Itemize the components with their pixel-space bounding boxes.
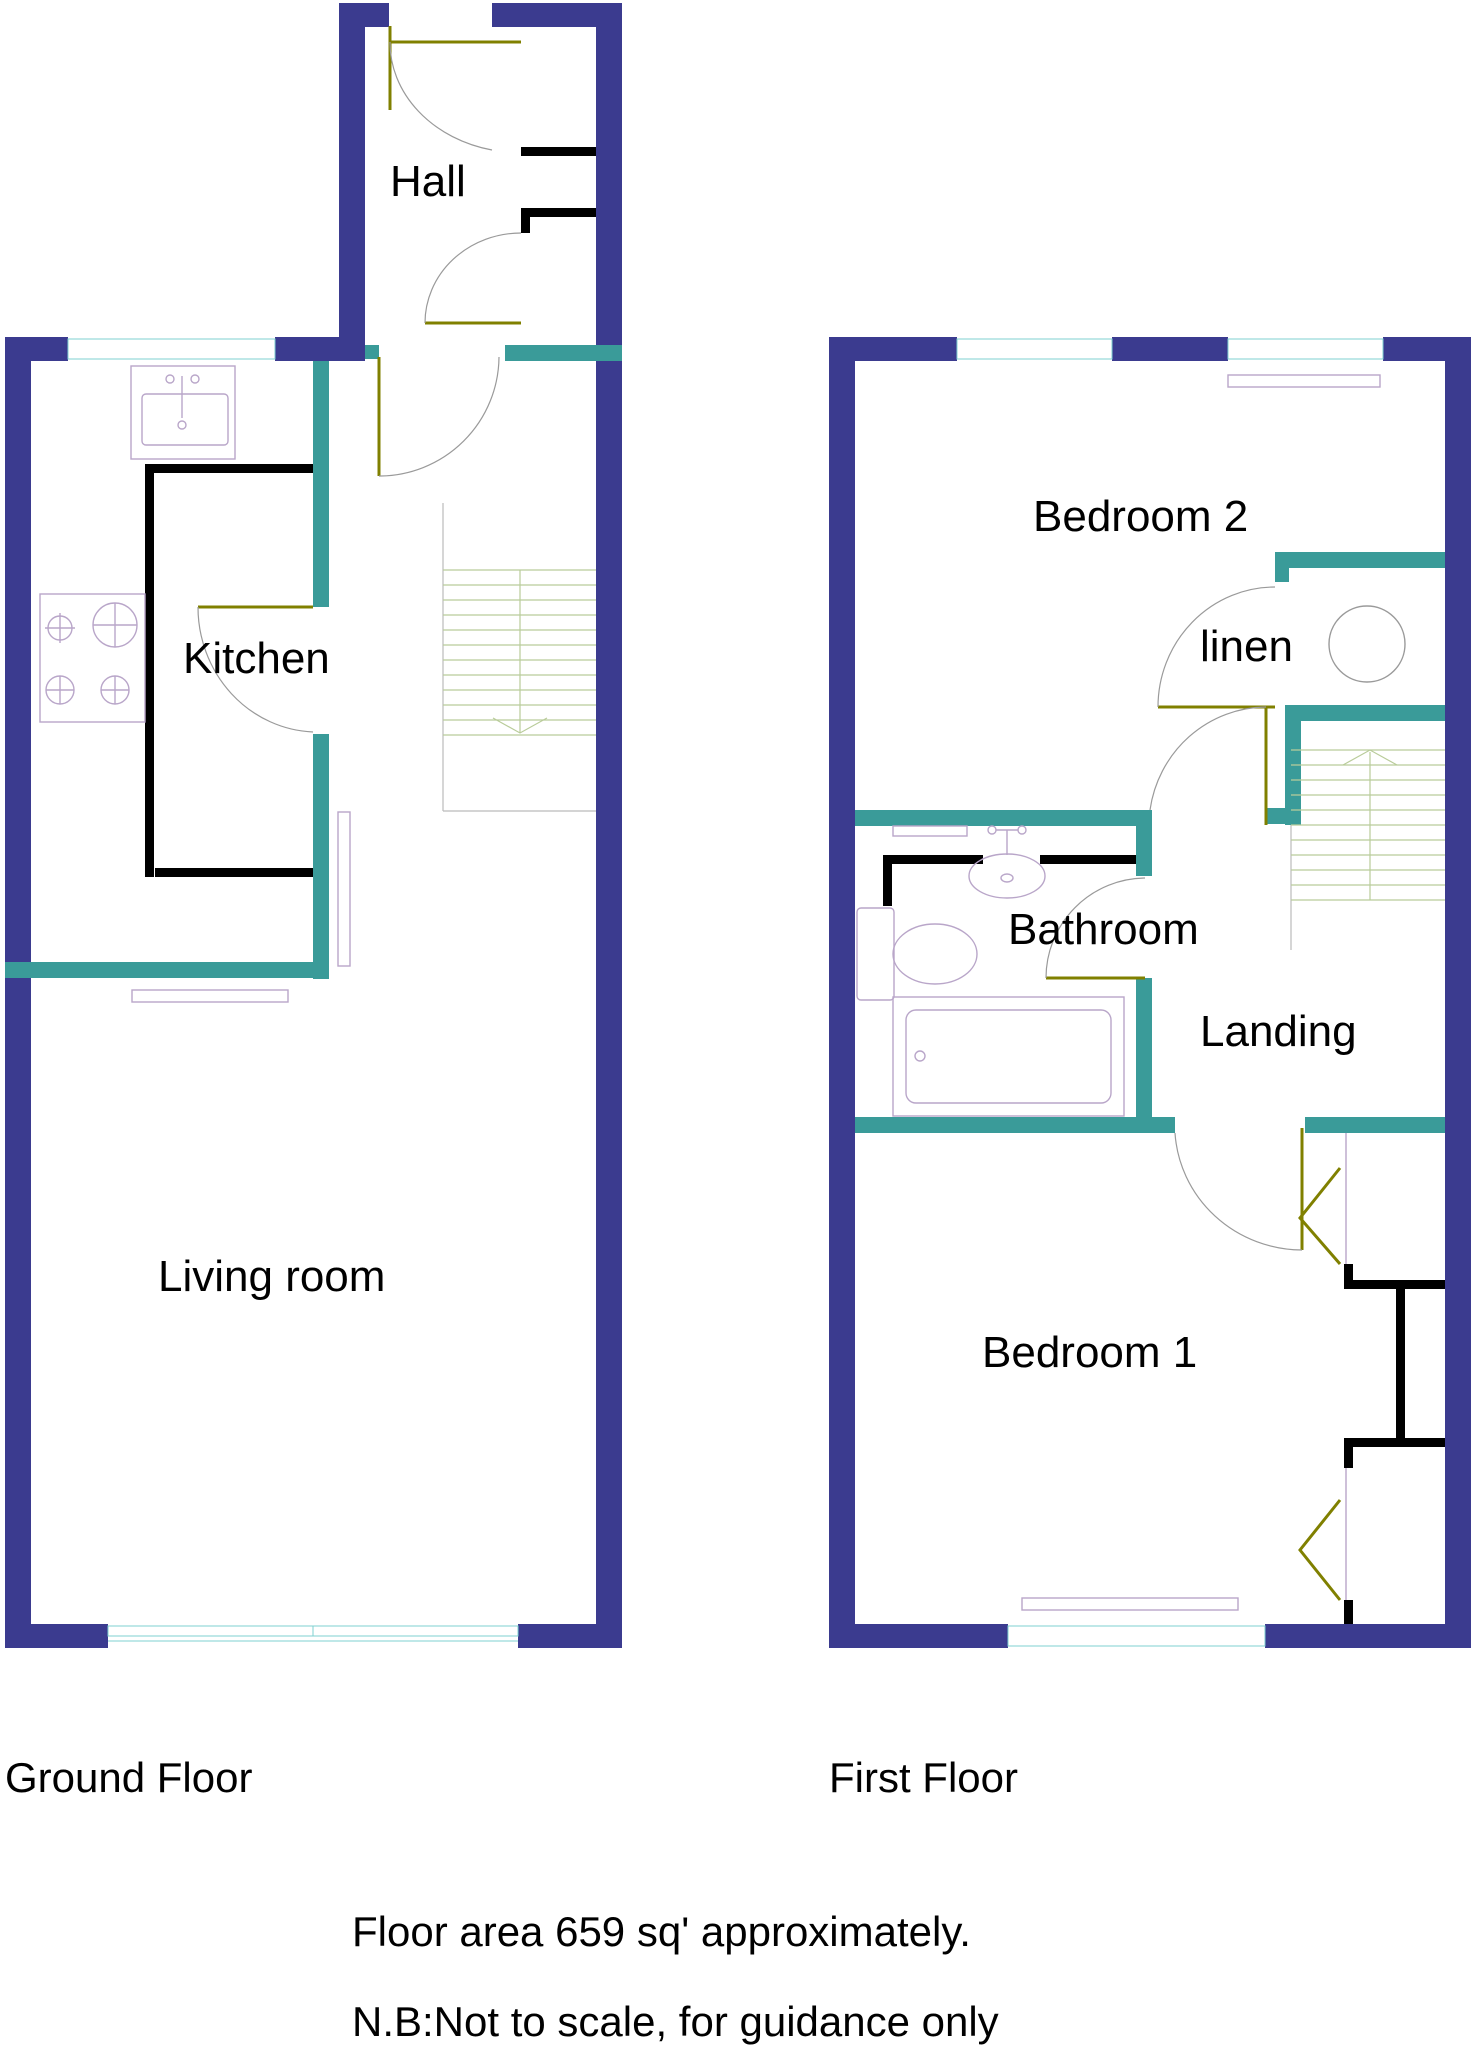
hot-water-cylinder-icon (1328, 605, 1406, 683)
ground-left-wall (5, 337, 31, 1648)
hall-right-wall (596, 3, 622, 343)
wardrobe-bifold-bottom (1298, 1499, 1342, 1601)
hall-top-wall-left (339, 3, 389, 27)
wardrobe-post (1396, 1280, 1405, 1446)
disclaimer-note: N.B:Not to scale, for guidance only (352, 1998, 999, 2045)
ground-right-wall (596, 337, 622, 1648)
landing-door-bedroom2-swing (1149, 706, 1267, 811)
first-staircase (1290, 749, 1445, 950)
kitchen-window (67, 338, 276, 360)
hall-cupboard-shelf-top (521, 147, 596, 156)
bedroom1-window (1007, 1625, 1266, 1647)
patio-door-right (312, 1625, 519, 1637)
toilet-icon (856, 907, 978, 1001)
bathroom-label: Bathroom (1008, 905, 1199, 954)
ground-top-wall-mid (275, 337, 365, 361)
linen-door-swing (1157, 586, 1276, 708)
bathroom-right-wall-upper (1136, 810, 1152, 876)
first-top-wall-mid (1112, 337, 1228, 361)
bathroom-door-swing (1045, 877, 1146, 979)
linen-bottom-wall (1285, 705, 1445, 721)
hall-left-wall (339, 3, 365, 358)
bedroom1-radiator (1021, 1597, 1239, 1611)
bathroom-bottom-wall (855, 1117, 1175, 1133)
kitchen-sink-icon (130, 365, 236, 460)
first-floor-plan: Bedroom 2 linen Bathroom Landing Bedroom… (829, 337, 1471, 1648)
bedroom-1-label: Bedroom 1 (982, 1328, 1197, 1377)
ground-bottom-wall-left (5, 1624, 108, 1648)
hall-cupboard-post-top (521, 147, 530, 155)
bath-icon (892, 996, 1125, 1117)
first-left-wall (829, 337, 855, 1648)
kitchen-counter-side (145, 464, 154, 877)
wardrobe-end-top (1344, 1264, 1353, 1289)
linen-label: linen (1200, 622, 1293, 671)
ground-staircase (442, 503, 596, 812)
front-door-swing (389, 41, 493, 151)
living-radiator-top (131, 989, 289, 1003)
wardrobe-end-bottom (1344, 1438, 1353, 1468)
kitchen-counter-top (145, 464, 313, 473)
first-floor-caption: First Floor (829, 1754, 1018, 1801)
stair-side-post (1266, 808, 1301, 824)
living-room-label: Living room (158, 1252, 385, 1301)
bath-partition-top-right (1040, 855, 1136, 864)
bedroom2-radiator (1227, 374, 1381, 388)
wardrobe-bottom (1344, 1438, 1445, 1447)
bedroom2-window-right (1227, 338, 1384, 360)
wardrobe-top (1344, 1280, 1445, 1289)
hall-cupboard-post (521, 208, 530, 233)
hall-top-wall-right (492, 3, 622, 27)
landing-label: Landing (1200, 1007, 1357, 1056)
hall-label: Hall (390, 157, 466, 206)
bath-partition-left (883, 855, 892, 906)
basin-icon (968, 825, 1046, 899)
ground-floor-plan: Hall Kitchen Living room (5, 3, 622, 1648)
linen-top-wall (1275, 552, 1445, 568)
bathroom-top-wall (855, 810, 1150, 826)
ground-floor-caption: Ground Floor (5, 1754, 252, 1801)
bedroom1-door-swing (1174, 1132, 1303, 1251)
first-bottom-wall-left (829, 1624, 1008, 1648)
bedroom1-top-wall-right (1305, 1117, 1445, 1133)
kitchen-door-swing (197, 606, 314, 733)
bathroom-right-wall-lower (1136, 978, 1152, 1122)
wardrobe-end-foot (1344, 1600, 1353, 1624)
patio-door-left (107, 1625, 314, 1637)
hall-inner-wall (505, 345, 622, 361)
first-right-wall (1445, 337, 1471, 1648)
hall-inner-door-swing (424, 232, 522, 324)
living-hall-door-swing (378, 356, 500, 477)
first-bottom-wall-right (1265, 1624, 1471, 1648)
bedroom2-window-left (956, 338, 1113, 360)
bath-partition-top (883, 855, 983, 864)
bedroom-2-label: Bedroom 2 (1033, 492, 1248, 541)
wardrobe-bifold-top (1298, 1167, 1342, 1265)
linen-post (1275, 552, 1289, 582)
bathroom-radiator (892, 825, 968, 837)
hall-cupboard-shelf-mid (521, 208, 596, 217)
kitchen-right-wall-upper (313, 361, 329, 607)
hall-post (365, 345, 379, 359)
hall-radiator (337, 811, 351, 967)
floor-area-note: Floor area 659 sq' approximately. (352, 1908, 971, 1955)
kitchen-label: Kitchen (183, 634, 330, 683)
ground-bottom-wall-right (518, 1624, 622, 1648)
kitchen-right-wall-lower (313, 734, 329, 979)
kitchen-bottom-wall (5, 962, 329, 978)
hob-icon (39, 593, 146, 723)
kitchen-counter-bottom (155, 868, 313, 877)
